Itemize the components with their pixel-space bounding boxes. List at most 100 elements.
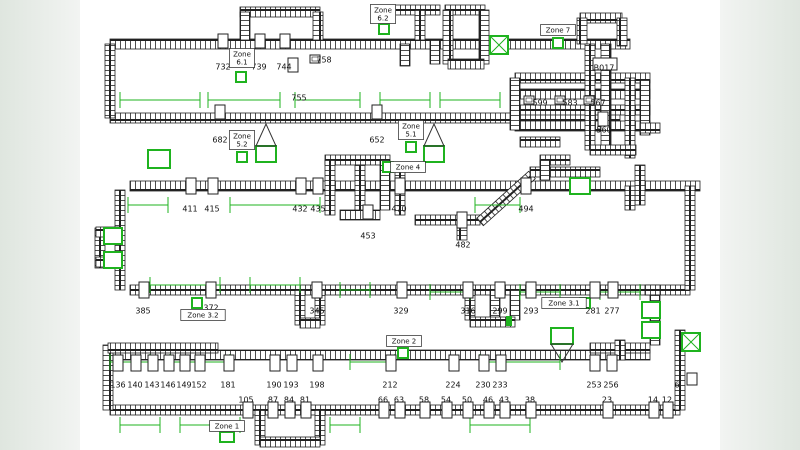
station-label-411: 411 — [182, 205, 197, 214]
diverter-triangle-3 — [550, 343, 574, 363]
zone-markers — [103, 23, 701, 443]
conveyor-segment-12 — [429, 39, 441, 65]
station-label-198: 198 — [309, 381, 324, 390]
conveyor-segment-26 — [589, 144, 637, 156]
station-box-435 — [312, 177, 324, 195]
station-box-470 — [394, 177, 406, 195]
station-box-B017 — [592, 57, 618, 71]
zone-3-2-label-box — [180, 309, 226, 321]
station-label-494: 494 — [518, 205, 533, 214]
conveyor-segment-21 — [509, 77, 521, 131]
station-box-143 — [147, 354, 159, 372]
station-label-560: 560 — [596, 126, 611, 135]
conveyor-segment-13 — [399, 43, 411, 67]
conveyor-segment-34 — [624, 185, 636, 211]
station-box-494 — [520, 177, 532, 195]
conveyor-segment-10 — [478, 9, 490, 65]
station-box-23 — [602, 401, 614, 419]
status-indicator — [506, 316, 512, 326]
zone-marker-21 — [641, 321, 661, 339]
station-box-14 — [648, 401, 660, 419]
station-box-482 — [456, 211, 468, 229]
zone-marker-10 — [405, 141, 417, 153]
station-box-50 — [462, 401, 474, 419]
station-box-63 — [394, 401, 406, 419]
zone-2-label: Zone 2 — [392, 338, 417, 346]
station-box-6 — [686, 372, 698, 386]
station-label-14: 14 — [648, 396, 658, 405]
station-label-43: 43 — [499, 396, 509, 405]
zone-3-1-label: Zone 3.1 — [548, 300, 579, 308]
station-label-181: 181 — [220, 381, 235, 390]
station-label-84: 84 — [284, 396, 294, 405]
conveyor-segment-64 — [509, 289, 521, 321]
conveyor-segment-9 — [442, 9, 454, 65]
station-box-105 — [242, 401, 254, 419]
zone-marker-9 — [236, 151, 248, 163]
conveyor-segment-36 — [324, 159, 336, 216]
station-label-193: 193 — [283, 381, 298, 390]
zone-marker-15 — [569, 177, 591, 195]
station-label-372: 372 — [203, 304, 218, 313]
station-box-136 — [112, 354, 124, 372]
conveyor-segment-58 — [614, 339, 626, 361]
station-tag-758 — [311, 56, 319, 62]
conveyor-belts — [94, 4, 701, 448]
conveyor-segment-53 — [107, 342, 219, 354]
station-box-81 — [300, 401, 312, 419]
station-box-140 — [130, 354, 142, 372]
station-box-256 — [606, 354, 618, 372]
station-box-224 — [448, 354, 460, 372]
station-label-58: 58 — [419, 396, 429, 405]
station-label-435: 435 — [310, 205, 325, 214]
diverter-triangle-1 — [255, 122, 277, 147]
conveyor-segment-38 — [339, 209, 381, 221]
station-box-739 — [254, 33, 266, 49]
station-label-149: 149 — [176, 381, 191, 390]
conveyor-segment-16 — [616, 17, 628, 47]
station-box-198 — [312, 354, 324, 372]
conveyor-segment-22 — [624, 77, 636, 159]
conveyor-segment-11 — [447, 58, 485, 70]
zone-5-1-label-box — [398, 120, 424, 140]
station-label-293: 293 — [523, 307, 538, 316]
station-label-46: 46 — [483, 396, 493, 405]
station-box-66 — [378, 401, 390, 419]
station-box-46 — [483, 401, 495, 419]
conveyor-segment-55 — [644, 284, 661, 296]
zone-marker-7 — [552, 37, 564, 49]
conveyor-segment-3 — [239, 6, 321, 18]
station-label-567: 567 — [590, 99, 605, 108]
zone-4-label-box — [390, 161, 426, 173]
zone-marker-12 — [423, 145, 445, 163]
station-label-143: 143 — [144, 381, 159, 390]
station-label-190: 190 — [266, 381, 281, 390]
station-tag-599 — [525, 97, 533, 103]
zone-marker-17 — [103, 251, 123, 269]
diverter-triangle-2 — [423, 122, 445, 147]
station-box-329 — [396, 281, 408, 299]
station-label-599: 599 — [532, 99, 547, 108]
station-box-560 — [597, 111, 609, 127]
conveyor-segment-2 — [104, 43, 116, 119]
station-label-329: 329 — [393, 307, 408, 316]
station-label-299: 299 — [492, 307, 507, 316]
station-label-87: 87 — [268, 396, 278, 405]
station-box-12 — [662, 401, 674, 419]
station-box-193 — [286, 354, 298, 372]
station-label-744: 744 — [276, 63, 291, 72]
station-label-12: 12 — [662, 396, 672, 405]
zone-1-label: Zone 1 — [215, 423, 240, 431]
station-box-281 — [589, 281, 601, 299]
station-label-146: 146 — [160, 381, 175, 390]
station-label-755: 755 — [291, 94, 306, 103]
station-box-732 — [217, 33, 229, 49]
station-label-81: 81 — [300, 396, 310, 405]
station-box-599 — [523, 95, 535, 105]
zone-2-label-box — [386, 335, 422, 347]
conveyor-segment-43 — [529, 166, 601, 178]
conveyor-segment-32 — [684, 185, 696, 291]
station-box-652 — [371, 104, 383, 120]
